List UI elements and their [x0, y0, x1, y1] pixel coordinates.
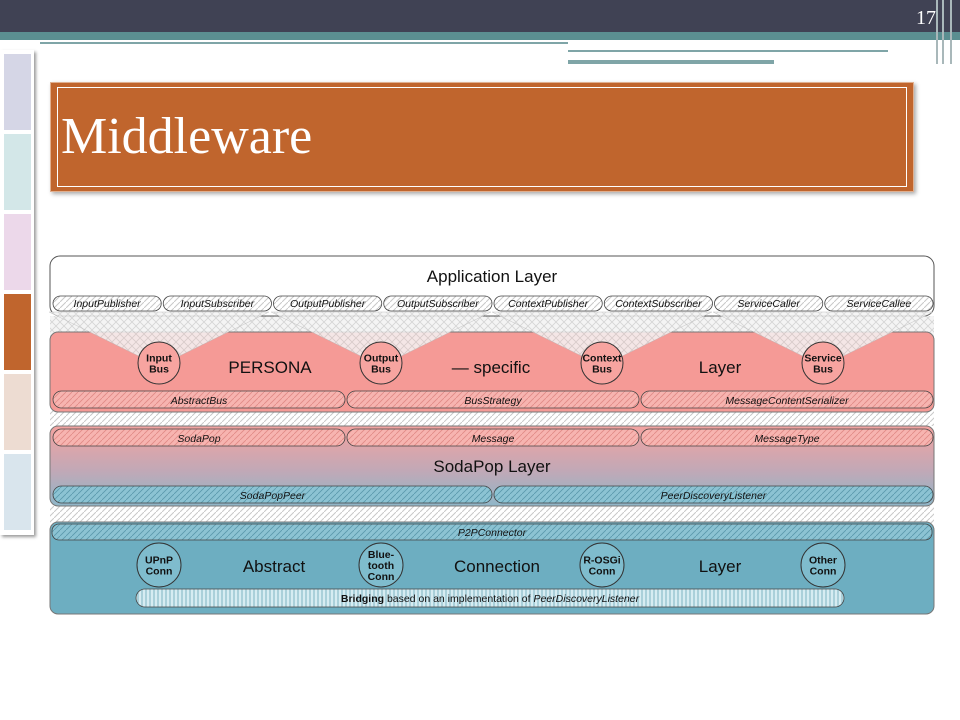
persona-word: Layer	[699, 358, 742, 377]
bus-label-circle	[580, 341, 624, 385]
application-component: InputSubscriber	[181, 298, 255, 310]
decorative-line	[568, 50, 888, 52]
persona-component-box	[52, 390, 346, 409]
sodapop-component: SodaPop	[177, 433, 220, 445]
bus-label-circle	[137, 341, 181, 385]
connection-word: Connection	[454, 557, 540, 576]
sodapop-peer-component: SodaPopPeer	[240, 490, 306, 502]
middleware-diagram: Application Layer InputPublisher InputSub…	[48, 254, 938, 619]
p2pconnector-label: P2PConnector	[458, 527, 527, 539]
connector-label-circle	[358, 542, 404, 588]
application-component-box	[383, 295, 493, 312]
sodapop-layer-label: SodaPop Layer	[433, 457, 551, 476]
connector-triangle	[712, 311, 934, 367]
application-component: ServiceCallee	[846, 298, 911, 310]
persona-component: BusStrategy	[464, 395, 522, 407]
sodapop-peer-component-box	[493, 485, 934, 504]
swatch	[4, 214, 31, 290]
application-component-box	[273, 295, 383, 312]
persona-component-box	[346, 390, 640, 409]
connector-triangle	[491, 311, 713, 367]
gap-region	[50, 506, 934, 524]
application-component: OutputPublisher	[290, 298, 366, 310]
bridging-box	[135, 588, 845, 608]
persona-component: AbstractBus	[170, 395, 228, 407]
connector-triangles	[48, 311, 934, 367]
title-banner: Middleware	[50, 82, 914, 192]
sodapop-component: Message	[472, 433, 515, 445]
color-swatch-sidebar	[0, 50, 34, 535]
application-component-box	[162, 295, 272, 312]
sodapop-top-components: SodaPop Message MessageType	[52, 428, 934, 447]
bus-label-circle	[359, 341, 403, 385]
swatch	[4, 454, 31, 530]
sodapop-peer-component: PeerDiscoveryListener	[661, 490, 767, 502]
connector-triangle	[270, 311, 492, 367]
connector-label-circle	[800, 542, 846, 588]
top-stripe	[0, 32, 960, 40]
swatch	[4, 294, 31, 370]
bridging-italic: PeerDiscoveryListener	[533, 593, 639, 605]
persona-word: — specific	[452, 358, 531, 377]
application-component-box	[824, 295, 934, 312]
top-bar	[0, 0, 960, 32]
sodapop-component-box	[346, 428, 640, 447]
decorative-line	[936, 0, 938, 64]
connector-triangle	[48, 311, 270, 367]
connection-word: Layer	[699, 557, 742, 576]
application-component: OutputSubscriber	[397, 298, 479, 310]
page-title: Middleware	[61, 108, 313, 165]
application-component-box	[52, 295, 162, 312]
persona-component: MessageContentSerializer	[725, 395, 849, 407]
p2pconnector-box	[51, 523, 933, 541]
persona-components: AbstractBus BusStrategy MessageContentSeri…	[52, 390, 934, 409]
connector-label-circle	[579, 542, 625, 588]
swatch	[4, 134, 31, 210]
application-component-box	[493, 295, 603, 312]
application-layer-label: Application Layer	[427, 267, 558, 286]
bus-label-circle	[801, 341, 845, 385]
decorative-line	[568, 60, 774, 64]
swatch	[4, 374, 31, 450]
bridging-text: based on an implementation of	[384, 593, 533, 605]
decorative-line	[950, 0, 952, 64]
persona-word: PERSONA	[228, 358, 312, 377]
connection-word: Abstract	[243, 557, 306, 576]
application-component-box	[714, 295, 824, 312]
bridging-label: Bridging based on an implementation of P…	[341, 593, 640, 605]
application-components: InputPublisher InputSubscriber OutputPubli…	[52, 295, 934, 312]
bridging-bold: Bridging	[341, 593, 384, 605]
connector-label-circle	[136, 542, 182, 588]
sodapop-component-box	[640, 428, 934, 447]
application-component: InputPublisher	[74, 298, 142, 310]
application-component: ContextSubscriber	[615, 298, 702, 310]
decorative-line	[942, 0, 944, 64]
application-component-box	[603, 295, 713, 312]
sodapop-peer-component-box	[52, 485, 493, 504]
architecture-diagram: Application Layer InputPublisher InputSub…	[48, 255, 935, 615]
swatch	[4, 54, 31, 130]
sodapop-component-box	[52, 428, 346, 447]
persona-component-box	[640, 390, 934, 409]
title-frame	[57, 87, 907, 187]
application-component: ContextPublisher	[508, 298, 588, 310]
decorative-line	[40, 42, 568, 44]
sodapop-bottom-components: SodaPopPeer PeerDiscoveryListener	[52, 485, 934, 504]
application-component: ServiceCaller	[737, 298, 800, 310]
gap-region	[50, 410, 934, 426]
sodapop-component: MessageType	[754, 433, 819, 445]
page-number: 17	[916, 7, 936, 29]
